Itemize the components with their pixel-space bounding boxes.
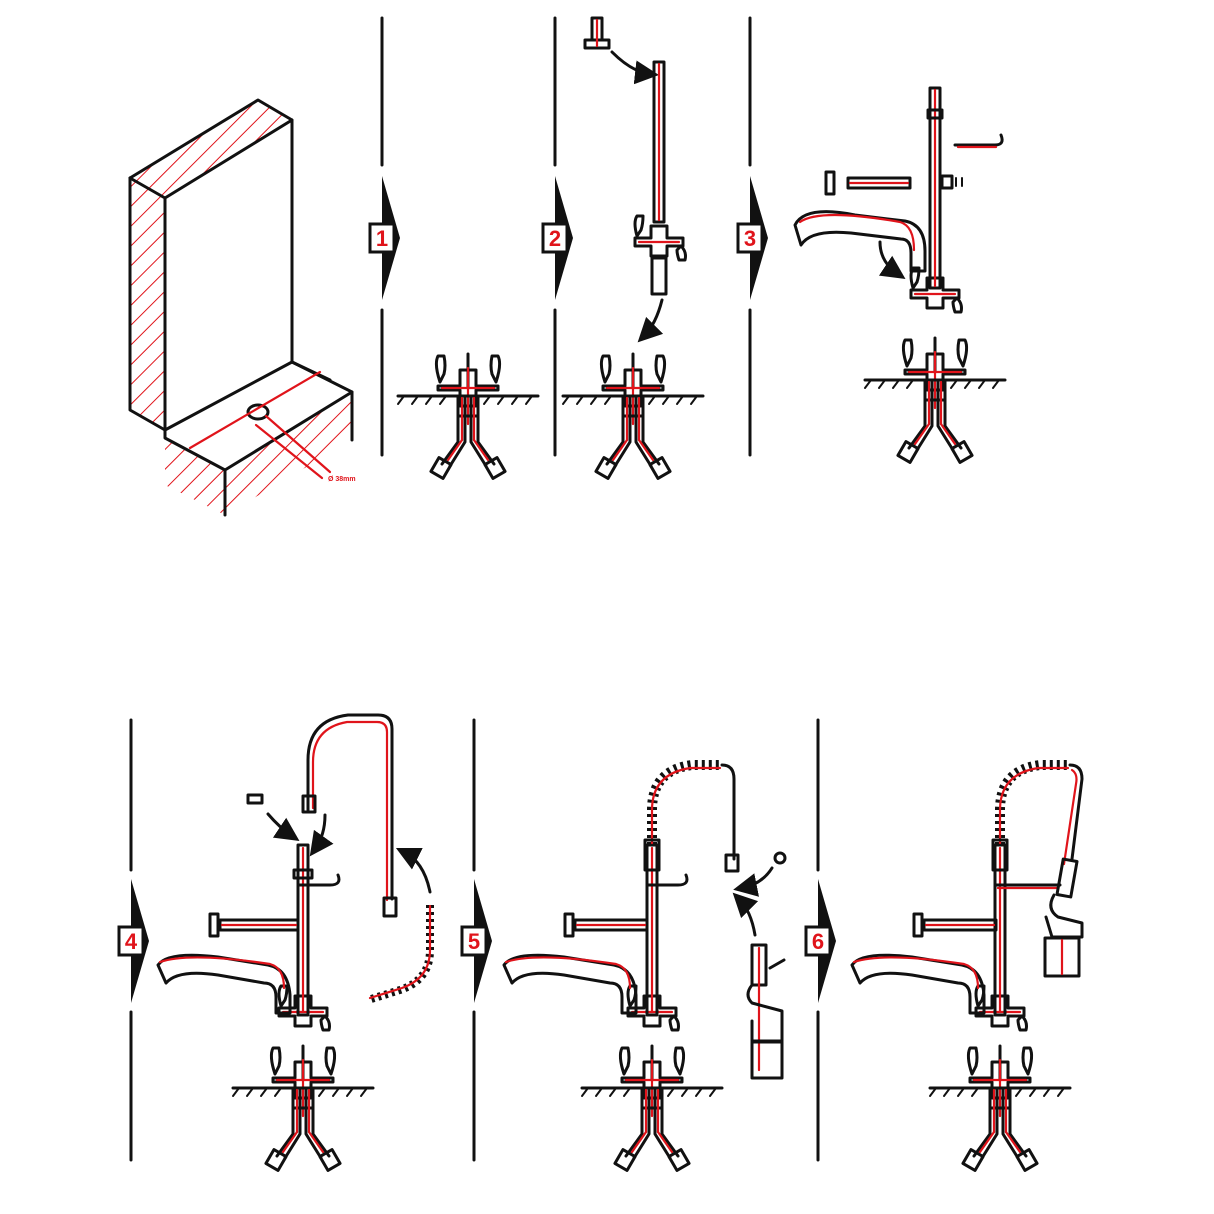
step-number-3: 3 [744, 226, 756, 251]
step-number-6: 6 [812, 929, 824, 954]
step-number-4: 4 [125, 929, 138, 954]
step-number-5: 5 [468, 929, 480, 954]
step-marker-3: 3 [736, 176, 768, 300]
step-number-2: 2 [549, 226, 561, 251]
step-number-1: 1 [376, 226, 388, 251]
bottom-row-dividers [129, 718, 820, 1162]
step-marker-1: 1 [368, 176, 400, 300]
step-2-assembly [561, 16, 705, 480]
step-marker-5: 5 [460, 879, 492, 1003]
step-marker-2: 2 [541, 176, 573, 300]
wall-and-counter: Ø 38mm [128, 98, 356, 517]
top-row-dividers [380, 16, 752, 457]
step-1-faucet [396, 352, 540, 480]
step-marker-4: 4 [117, 879, 149, 1003]
step-3-assembly [793, 86, 1007, 464]
step-marker-6: 6 [804, 879, 836, 1003]
hole-diameter-label: Ø 38mm [328, 476, 356, 483]
step-5-assembly [502, 760, 787, 1172]
step-6-assembly [850, 760, 1084, 1172]
step-4-assembly [156, 713, 434, 1172]
